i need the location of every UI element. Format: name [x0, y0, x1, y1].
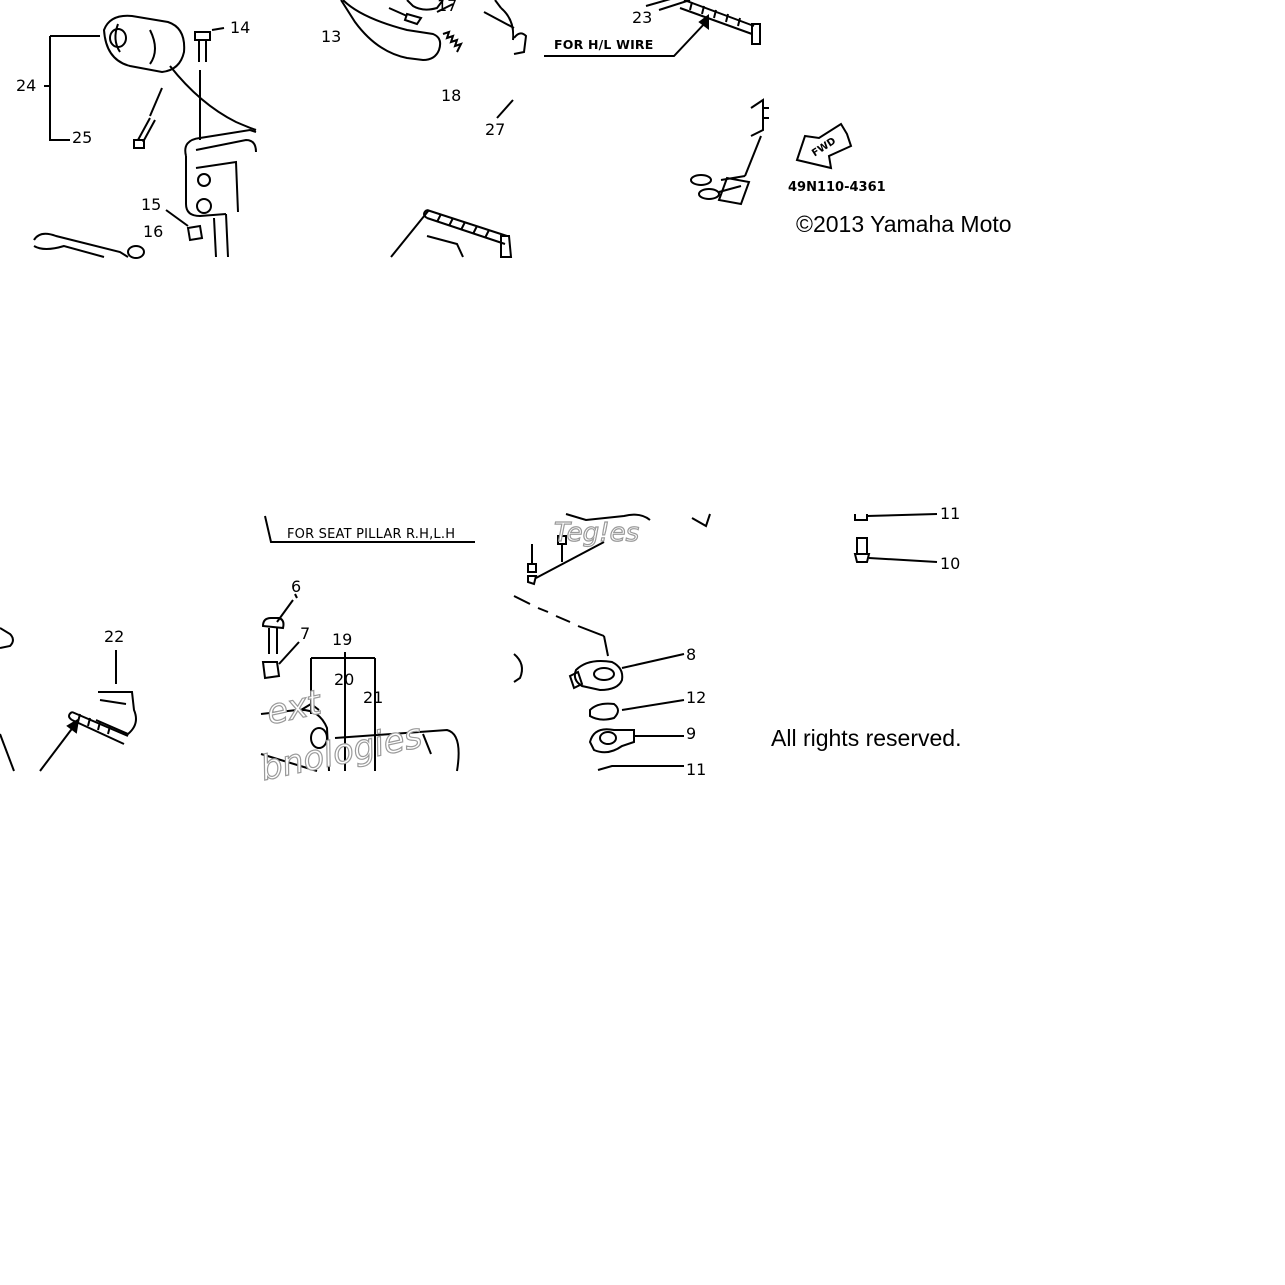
callout-6: 6 — [291, 577, 302, 596]
connector-drawing — [690, 98, 853, 206]
callout-13: 13 — [321, 27, 342, 46]
callout-8: 8 — [686, 645, 697, 664]
watermark-text: Teg!es — [553, 517, 640, 548]
callout-21: 21 — [363, 688, 384, 707]
diagram-tile-band-clamp: 22 — [0, 514, 257, 772]
seat-pillar-drawing — [260, 515, 475, 772]
callout-18: 18 — [441, 86, 462, 105]
band-clamp-drawing — [0, 627, 137, 772]
callout-11: 11 — [686, 760, 707, 779]
callout-9: 9 — [686, 724, 697, 743]
note-hl-wire: FOR H/L WIRE — [554, 37, 654, 52]
screws-drawing — [853, 513, 938, 563]
callout-22: 22 — [104, 627, 125, 646]
diagram-tile-screws: 11 10 All rights reserved. — [771, 506, 1028, 771]
diagram-tile-seat-pillar: FOR SEAT PILLAR R.H,L.H 6 7 19 20 21 ext… — [256, 514, 514, 790]
diagram-tile-connector: FWD 49N110-4361 ©2013 Yamaha Moto — [690, 0, 1028, 257]
callout-27: 27 — [485, 120, 506, 139]
diagram-tile-switch-assembly: 24 25 14 15 16 — [0, 0, 257, 259]
diagram-tile-brake-lever: 13 17 18 27 — [257, 0, 515, 258]
callout-25: 25 — [72, 128, 93, 147]
callout-14: 14 — [230, 18, 251, 37]
callout-19: 19 — [332, 630, 353, 649]
throttle-drawing — [513, 513, 711, 771]
callout-15: 15 — [141, 195, 162, 214]
callout-7: 7 — [300, 624, 311, 643]
callout-11-upper: 11 — [940, 504, 961, 523]
figure-number: 49N110-4361 — [788, 180, 886, 195]
brake-lever-drawing — [340, 0, 515, 258]
note-seat-pillar: FOR SEAT PILLAR R.H,L.H — [287, 527, 456, 542]
diagram-tile-throttle: 8 12 9 11 Teg!es — [513, 513, 771, 778]
rights-text: All rights reserved. — [771, 725, 962, 751]
callout-10: 10 — [940, 554, 961, 573]
diagram-tile-hl-wire: 23 FOR H/L WIRE — [483, 0, 771, 257]
callout-17: 17 — [437, 0, 458, 15]
hl-wire-drawing — [483, 0, 761, 57]
callout-16: 16 — [143, 222, 164, 241]
callout-24: 24 — [16, 76, 37, 95]
callout-23: 23 — [632, 8, 653, 27]
callout-12: 12 — [686, 688, 707, 707]
callout-20: 20 — [334, 670, 355, 689]
copyright-text: ©2013 Yamaha Moto — [796, 211, 1012, 237]
switch-assembly-drawing — [33, 14, 257, 259]
